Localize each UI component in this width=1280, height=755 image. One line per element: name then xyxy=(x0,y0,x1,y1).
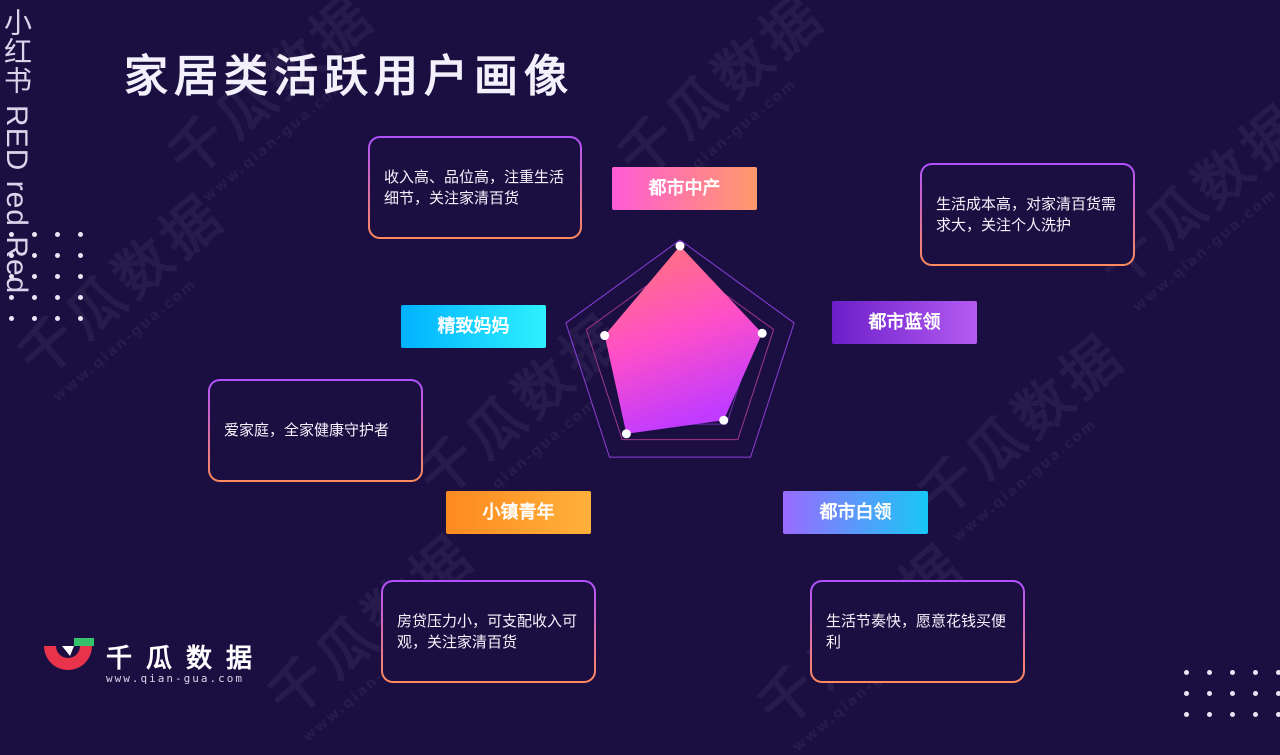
desc-text: 房贷压力小，可支配收入可观，关注家清百货 xyxy=(383,582,594,681)
decorative-dots-left xyxy=(0,224,92,329)
desc-text: 生活成本高，对家清百货需求大，关注个人洗护 xyxy=(922,165,1133,264)
radar-data-area xyxy=(604,246,763,434)
radar-point xyxy=(757,328,767,338)
tag-small-town-youth: 小镇青年 xyxy=(446,491,591,534)
brand-logo: 千瓜数据 www.qian-gua.com xyxy=(40,636,252,685)
radar-point xyxy=(719,415,729,425)
logo-url: www.qian-gua.com xyxy=(106,672,244,685)
qiangua-logo-icon xyxy=(44,638,94,670)
radar-ring xyxy=(565,239,795,458)
decorative-dots-right xyxy=(1175,662,1280,725)
tag-refined-moms: 精致妈妈 xyxy=(401,305,546,348)
side-brand-cn: 小红书 xyxy=(0,8,33,95)
desc-text: 收入高、品位高，注重生活细节，关注家清百货 xyxy=(370,138,580,237)
desc-text: 生活节奏快，愿意花钱买便利 xyxy=(812,582,1023,681)
desc-card-urban-middle-class: 收入高、品位高，注重生活细节，关注家清百货 xyxy=(368,136,582,239)
radar-chart xyxy=(565,239,795,458)
desc-card-urban-blue-collar: 生活成本高，对家清百货需求大，关注个人洗护 xyxy=(920,163,1135,266)
radar-point xyxy=(621,429,631,439)
side-brand: 小红书 RED red Red xyxy=(0,8,33,295)
side-brand-en: RED red Red xyxy=(0,104,33,295)
tag-urban-blue-collar: 都市蓝领 xyxy=(832,301,977,344)
desc-card-urban-white-collar: 生活节奏快，愿意花钱买便利 xyxy=(810,580,1025,683)
page-title: 家居类活跃用户画像 xyxy=(124,51,574,102)
desc-text: 爱家庭，全家健康守护者 xyxy=(210,381,421,480)
tag-urban-white-collar: 都市白领 xyxy=(783,491,928,534)
radar-point xyxy=(600,331,610,341)
tag-urban-middle-class: 都市中产 xyxy=(612,167,757,210)
desc-card-small-town-youth: 房贷压力小，可支配收入可观，关注家清百货 xyxy=(381,580,596,683)
radar-ring xyxy=(585,260,775,441)
desc-card-refined-moms: 爱家庭，全家健康守护者 xyxy=(208,379,423,482)
radar-point xyxy=(675,241,685,251)
logo-name: 千瓜数据 xyxy=(106,644,267,674)
